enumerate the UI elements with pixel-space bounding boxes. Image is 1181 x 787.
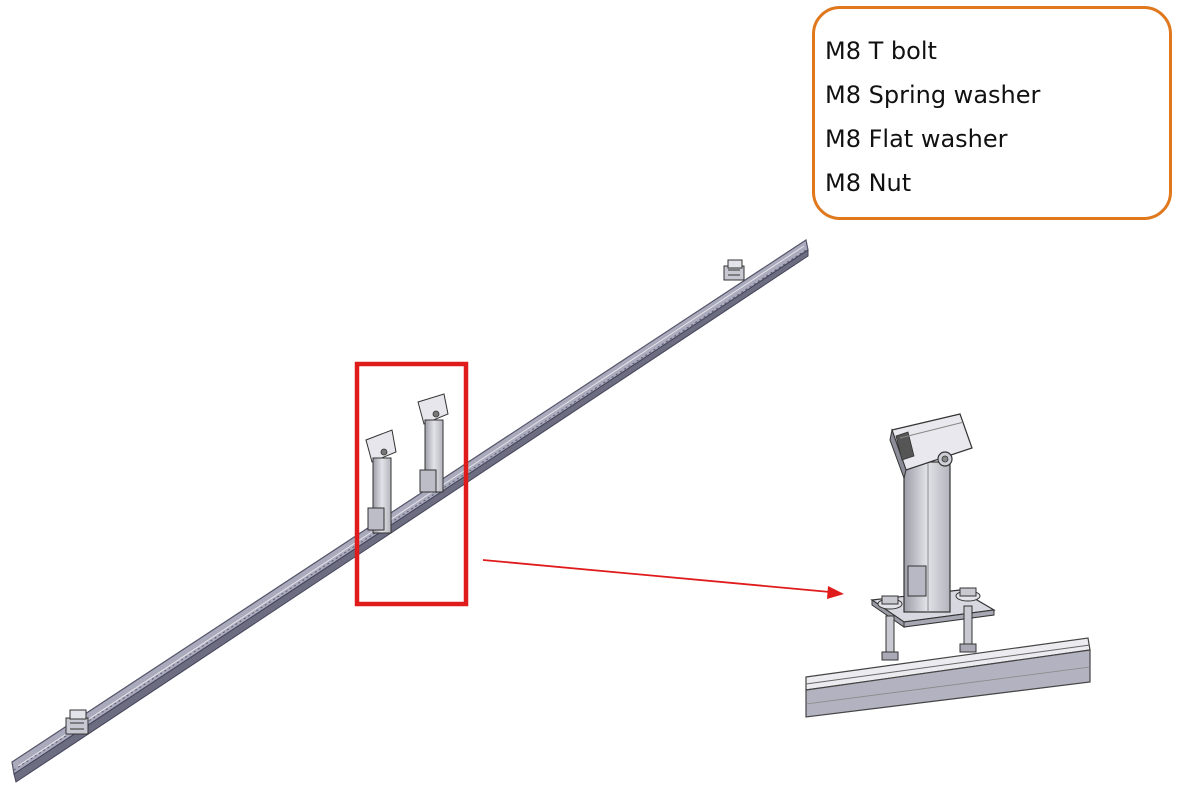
mounting-rail bbox=[11, 239, 809, 783]
end-clamp-bottom bbox=[65, 709, 89, 735]
parts-list-item: M8 Nut bbox=[825, 169, 912, 197]
parts-list-item: M8 Spring washer bbox=[825, 81, 1041, 109]
mounting-post-right bbox=[417, 393, 449, 493]
mounting-post-left bbox=[365, 429, 397, 534]
end-clamp-top bbox=[723, 259, 745, 281]
highlight-box bbox=[354, 361, 469, 607]
parts-list: M8 T bolt M8 Spring washer M8 Flat washe… bbox=[825, 29, 1040, 205]
parts-list-callout: M8 T bolt M8 Spring washer M8 Flat washe… bbox=[812, 6, 1172, 220]
callout-arrow bbox=[482, 559, 844, 599]
detail-view bbox=[805, 413, 1091, 718]
parts-list-item: M8 Flat washer bbox=[825, 125, 1008, 153]
parts-list-item: M8 T bolt bbox=[825, 37, 937, 65]
